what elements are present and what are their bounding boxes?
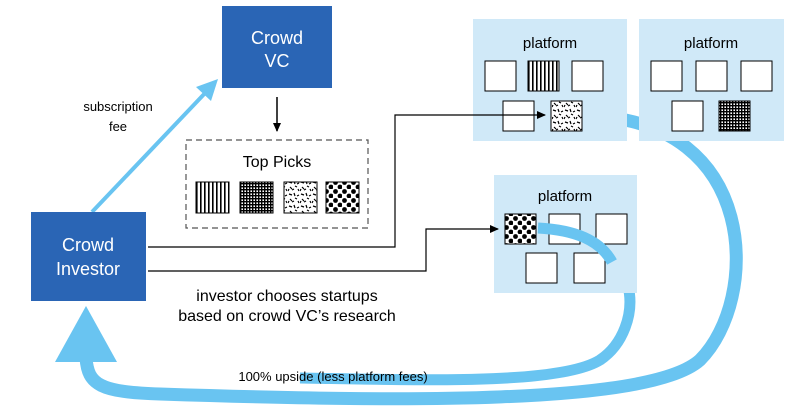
top-picks-box: Top Picks <box>185 139 369 229</box>
platform-2: platform <box>639 19 784 141</box>
pick-vertical-stripes <box>195 181 230 214</box>
platform-1: platform <box>473 19 627 141</box>
crowd-vc-line2: VC <box>264 51 289 71</box>
crowd-vc-box: Crowd VC <box>222 6 332 88</box>
top-picks-title: Top Picks <box>243 154 311 171</box>
upside-label: 100% upside (less platform fees) <box>238 369 427 384</box>
startup-vertical-stripes <box>527 60 560 92</box>
platform-3-title: platform <box>538 188 592 205</box>
startup-slot <box>740 60 773 92</box>
startup-slot <box>695 60 728 92</box>
startup-speckled <box>550 100 583 132</box>
caption-line1: investor chooses startups <box>196 288 377 305</box>
startup-slot <box>502 100 535 132</box>
subscription-fee-arrow <box>90 79 218 214</box>
caption-line2: based on crowd VC’s research <box>178 308 396 325</box>
subscription-fee-line2: fee <box>109 119 127 134</box>
investor-to-platform-3-arrow <box>148 225 499 272</box>
pick-polka-dots <box>325 181 360 214</box>
startup-slot <box>595 213 628 245</box>
pick-grid <box>239 181 274 214</box>
investor-to-platform-1-arrow <box>148 111 546 248</box>
startup-slot <box>573 252 606 284</box>
startup-polka-dots <box>504 213 537 245</box>
platform-1-title: platform <box>523 35 577 52</box>
subscription-fee-line1: subscription <box>83 99 152 114</box>
startup-slot <box>484 60 517 92</box>
startup-slot <box>671 100 704 132</box>
startup-grid <box>718 100 751 132</box>
startup-slot <box>525 252 558 284</box>
startup-slot <box>650 60 683 92</box>
pick-speckled <box>283 181 318 214</box>
crowd-investor-box: Crowd Investor <box>31 212 146 301</box>
crowd-investor-line1: Crowd <box>62 235 114 255</box>
upside-arrow-overlay <box>537 222 617 265</box>
crowd-vc-line1: Crowd <box>251 28 303 48</box>
crowd-investor-line2: Investor <box>56 259 120 279</box>
platform-2-title: platform <box>684 35 738 52</box>
startup-slot <box>571 60 604 92</box>
platform-3: platform <box>494 175 637 293</box>
